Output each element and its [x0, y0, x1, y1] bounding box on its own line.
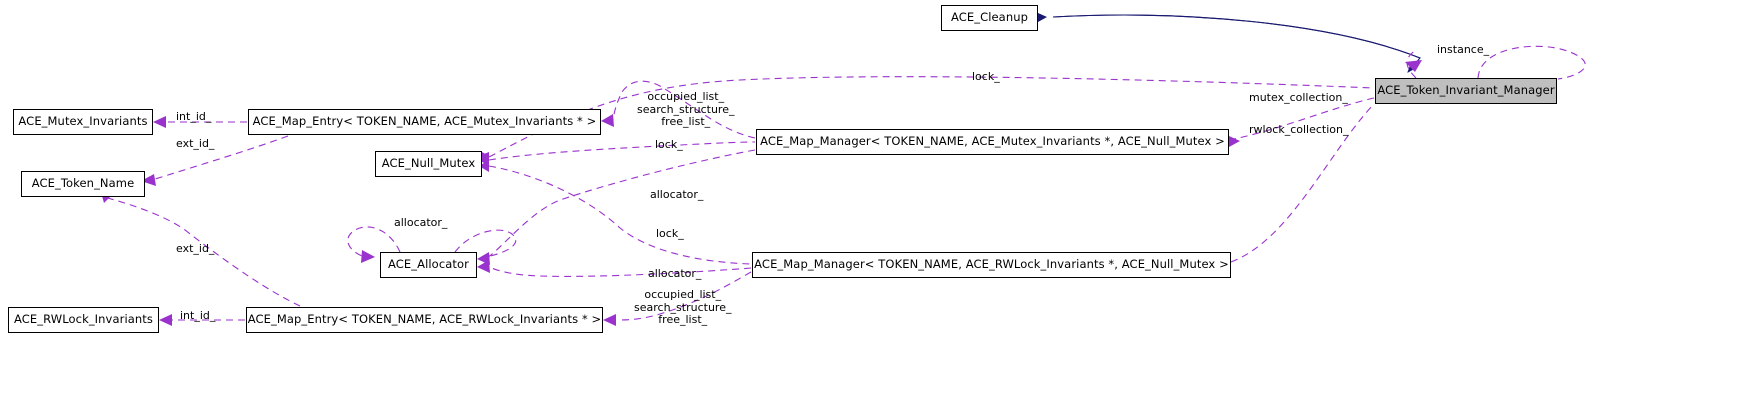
node-ace-rwlock-invariants[interactable]: ACE_RWLock_Invariants: [8, 307, 159, 333]
node-ace-allocator[interactable]: ACE_Allocator: [380, 252, 477, 278]
edge-null-mutex-arrowheads: [482, 152, 489, 161]
edge-label-instance: instance_: [1437, 43, 1490, 56]
node-map-entry-mutex[interactable]: ACE_Map_Entry< TOKEN_NAME, ACE_Mutex_Inv…: [248, 109, 601, 135]
node-ace-token-name[interactable]: ACE_Token_Name: [21, 171, 145, 197]
edge-label-lock-top: lock_: [972, 70, 1000, 83]
edge-lock-rwlock: [479, 160, 751, 265]
edge-lock-mutex: [479, 141, 756, 166]
edge-inheritance-cleanup-arrowhead: [1038, 13, 1047, 22]
edge-label-occupied-mutex: occupied_list_ search_structure_ free_li…: [637, 90, 735, 128]
edge-label-mutex-collection: mutex_collection_: [1249, 91, 1348, 104]
edge-label-allocator-top: allocator_: [394, 216, 448, 229]
edge-arrowhead-map-manager-mutex: [1229, 136, 1240, 147]
edge-inheritance-cleanup: [1052, 14, 1421, 73]
node-ace-cleanup[interactable]: ACE_Cleanup: [941, 5, 1038, 31]
edge-label-int-id-rwlock: int_id_: [180, 309, 216, 322]
edge-ext-id-mutex: [141, 135, 289, 186]
edge-instance: [1405, 45, 1586, 80]
node-label: ACE_Null_Mutex: [381, 156, 476, 171]
edge-label-occupied-rwlock: occupied_list_ search_structure_ free_li…: [634, 288, 732, 326]
node-label: ACE_RWLock_Invariants: [14, 312, 153, 327]
edge-label-ext-id-mutex: ext_id_: [176, 137, 215, 150]
edge-label-rwlock-collection: rwlock_collection_: [1249, 123, 1349, 136]
node-map-entry-rwlock[interactable]: ACE_Map_Entry< TOKEN_NAME, ACE_RWLock_In…: [246, 307, 603, 333]
node-ace-mutex-invariants[interactable]: ACE_Mutex_Invariants: [13, 109, 153, 135]
node-label: ACE_Token_Name: [31, 176, 135, 191]
node-label: ACE_Token_Invariant_Manager: [1377, 83, 1555, 98]
node-label: ACE_Map_Manager< TOKEN_NAME, ACE_RWLock_…: [754, 257, 1229, 272]
node-map-manager-mutex[interactable]: ACE_Map_Manager< TOKEN_NAME, ACE_Mutex_I…: [756, 129, 1229, 155]
node-map-manager-rwlock[interactable]: ACE_Map_Manager< TOKEN_NAME, ACE_RWLock_…: [752, 252, 1231, 278]
edge-label-allocator-mid: allocator_: [650, 188, 704, 201]
node-label: ACE_Map_Entry< TOKEN_NAME, ACE_RWLock_In…: [247, 312, 602, 327]
edge-allocator-bottom: [477, 260, 752, 277]
edge-label-ext-id-rwlock: ext_id_: [176, 242, 215, 255]
node-label: ACE_Allocator: [388, 257, 469, 272]
edge-label-allocator-bottom: allocator_: [648, 267, 702, 280]
edge-label-lock-rwlock: lock_: [656, 227, 684, 240]
node-label: ACE_Map_Entry< TOKEN_NAME, ACE_Mutex_Inv…: [252, 114, 597, 129]
node-label: ACE_Mutex_Invariants: [18, 114, 148, 129]
node-ace-null-mutex[interactable]: ACE_Null_Mutex: [375, 151, 482, 177]
edge-label-lock-mutex: lock_: [655, 138, 683, 151]
node-label: ACE_Cleanup: [950, 10, 1029, 25]
node-label: ACE_Map_Manager< TOKEN_NAME, ACE_Mutex_I…: [760, 134, 1225, 149]
node-ace-token-invariant-manager[interactable]: ACE_Token_Invariant_Manager: [1375, 78, 1557, 104]
edge-label-int-id-mutex: int_id_: [176, 110, 212, 123]
edge-allocator-mid: [477, 149, 756, 265]
